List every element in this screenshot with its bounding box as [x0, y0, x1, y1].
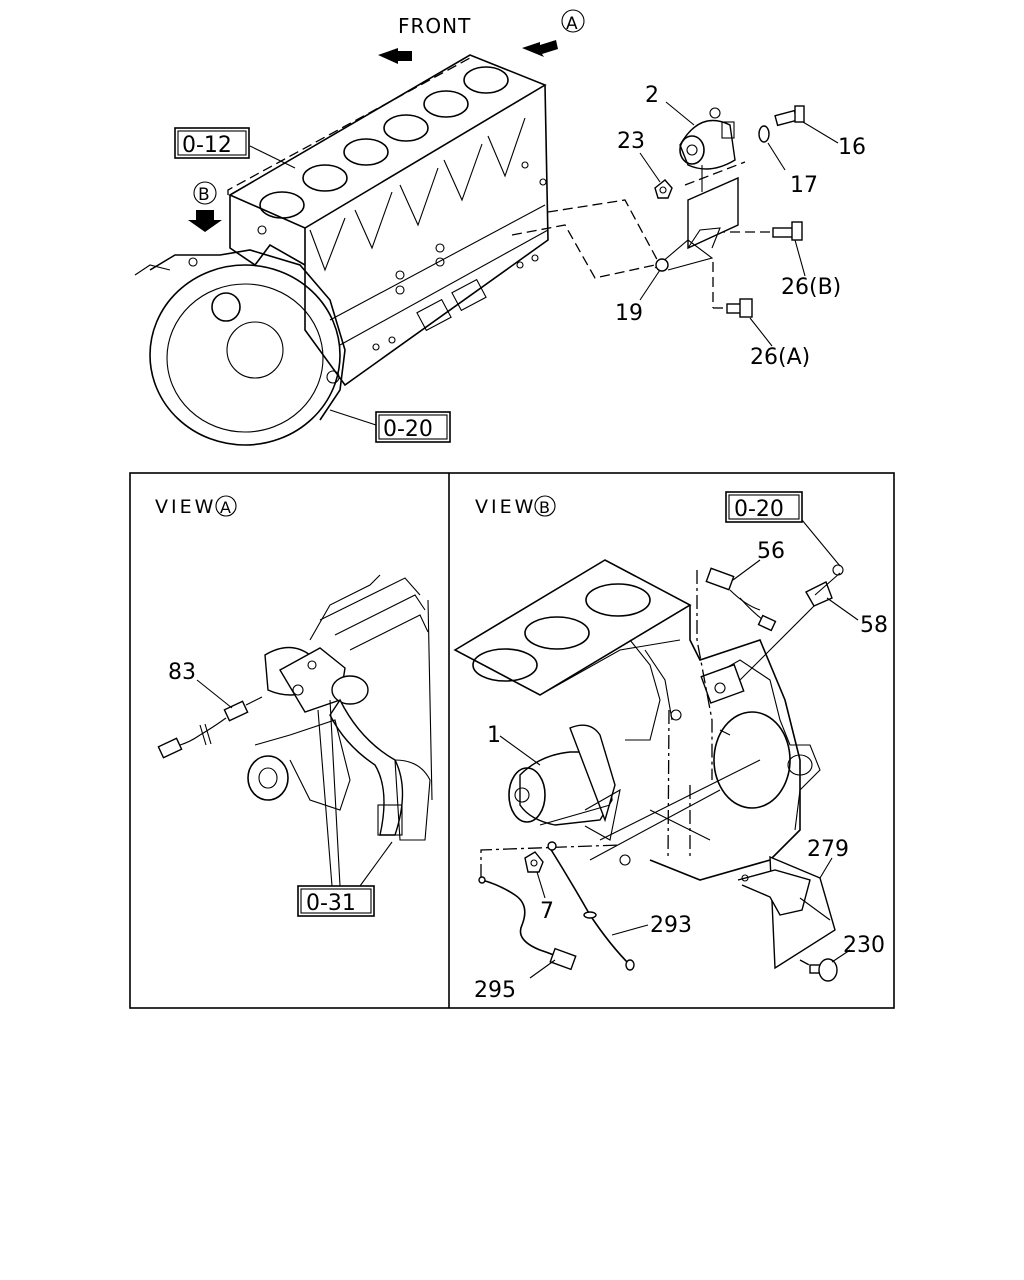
nut-7 — [524, 851, 544, 873]
water-pump-housing — [247, 574, 433, 841]
view-arrow-a-icon — [522, 40, 558, 57]
svg-text:0-20: 0-20 — [734, 497, 784, 522]
temperature-sensor-83 — [157, 696, 263, 759]
starter-motor — [508, 724, 621, 841]
cable-293 — [547, 841, 635, 971]
alternator-bracket — [654, 176, 739, 272]
callout-279: 279 — [807, 837, 849, 862]
bolt-26a — [726, 298, 753, 318]
callout-293: 293 — [650, 913, 692, 938]
view-b-title: VIEW — [475, 496, 536, 518]
cable-295 — [478, 876, 577, 971]
marker-a: A — [561, 9, 585, 34]
bolt-26b — [772, 221, 803, 241]
svg-text:0-12: 0-12 — [182, 133, 232, 158]
svg-text:0-31: 0-31 — [306, 891, 356, 916]
callout-17: 17 — [790, 173, 818, 198]
ref-box-0-31: 0-31 — [297, 885, 375, 917]
view-b-engine-block — [453, 559, 821, 881]
callout-56: 56 — [757, 539, 785, 564]
svg-text:A: A — [220, 498, 231, 517]
view-a-panel: VIEW A — [155, 495, 433, 917]
ref-box-block: 0-12 — [174, 127, 250, 159]
top-assembly: FRONT A B — [134, 9, 866, 446]
leader-23 — [684, 161, 746, 186]
callout-23: 23 — [617, 129, 645, 154]
clip-58 — [805, 564, 844, 607]
views-frame — [129, 472, 895, 1009]
alternator — [679, 107, 736, 192]
engine-block — [228, 54, 549, 387]
callout-16: 16 — [838, 135, 866, 160]
leader-bracket — [547, 199, 661, 266]
bolt-230 — [809, 958, 838, 982]
callout-83: 83 — [168, 660, 196, 685]
callout-7: 7 — [540, 899, 554, 924]
view-b-panel: VIEW B — [453, 491, 888, 1003]
ref-box-view-b-0-20: 0-20 — [725, 491, 803, 523]
washer-17 — [758, 125, 770, 143]
leader-bracket-2 — [511, 224, 656, 279]
view-a-title: VIEW — [155, 496, 216, 518]
callout-2: 2 — [645, 83, 659, 108]
svg-text:0-20: 0-20 — [383, 417, 433, 442]
view-a-marker: A — [215, 495, 237, 517]
svg-text:B: B — [539, 498, 550, 517]
svg-text:A: A — [566, 14, 578, 34]
callout-230: 230 — [843, 933, 885, 958]
callout-19: 19 — [615, 301, 643, 326]
bolt-16 — [774, 105, 805, 127]
front-label: FRONT — [398, 14, 471, 38]
bracket-279 — [737, 855, 836, 970]
callout-26b: 26(B) — [781, 275, 841, 300]
flywheel-housing — [134, 249, 346, 446]
callout-295: 295 — [474, 978, 516, 1003]
leader-block-outline — [227, 57, 471, 195]
nut-23 — [654, 179, 673, 199]
front-arrow-icon — [378, 48, 412, 64]
view-b-marker: B — [534, 495, 556, 517]
svg-text:B: B — [198, 185, 210, 205]
ref-box-flywheel: 0-20 — [375, 411, 451, 443]
view-arrow-b-icon — [188, 210, 222, 232]
callout-58: 58 — [860, 613, 888, 638]
callout-1: 1 — [487, 723, 501, 748]
sensor-56 — [705, 567, 777, 632]
callout-26a: 26(A) — [750, 345, 810, 370]
marker-b: B — [193, 181, 217, 205]
